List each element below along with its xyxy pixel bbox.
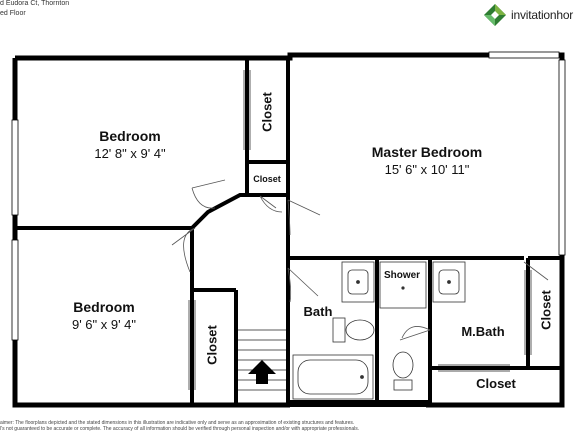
master-bedroom-label: Master Bedroom bbox=[372, 144, 482, 160]
closet-small-label: Closet bbox=[253, 174, 281, 184]
closet-doors bbox=[188, 70, 532, 390]
windows bbox=[11, 51, 566, 341]
mbath-fixtures bbox=[379, 261, 466, 391]
disclaimer: aimer: The floorplans depicted and the s… bbox=[0, 420, 576, 432]
floor-label: ed Floor bbox=[0, 10, 26, 17]
mbath-label: M.Bath bbox=[461, 324, 504, 339]
shower-label: Shower bbox=[384, 270, 420, 281]
closet-right-label: Closet bbox=[538, 289, 553, 329]
brand-logo-icon bbox=[484, 4, 506, 26]
bedroom-1-dims: 12' 8" x 9' 4" bbox=[94, 146, 166, 161]
bedroom-2-dims: 9' 6" x 9' 4" bbox=[72, 317, 136, 332]
interior-walls bbox=[15, 58, 562, 405]
disclaimer-line-2: l's not guaranteed to be accurate or com… bbox=[0, 426, 360, 432]
master-bedroom-dims: 15' 6" x 10' 11" bbox=[385, 162, 470, 177]
property-address: d Eudora Ct, Thornton bbox=[0, 0, 70, 7]
closet-top-label: Closet bbox=[259, 91, 274, 131]
brand-logo: invitationhor bbox=[484, 4, 573, 26]
disclaimer-line-1: aimer: The floorplans depicted and the s… bbox=[0, 420, 355, 426]
bottom-wall-bath bbox=[290, 400, 430, 407]
door-swings bbox=[171, 179, 549, 341]
bath-fixtures bbox=[292, 261, 375, 400]
closet-bottom-label: Closet bbox=[476, 376, 516, 391]
closet-left-label: Closet bbox=[204, 324, 219, 364]
bath-label: Bath bbox=[304, 304, 333, 319]
stair-up-arrow-icon bbox=[248, 360, 276, 384]
brand-name: invitationhor bbox=[511, 8, 574, 22]
bedroom-2-label: Bedroom bbox=[73, 299, 134, 315]
bedroom-1-label: Bedroom bbox=[99, 128, 160, 144]
